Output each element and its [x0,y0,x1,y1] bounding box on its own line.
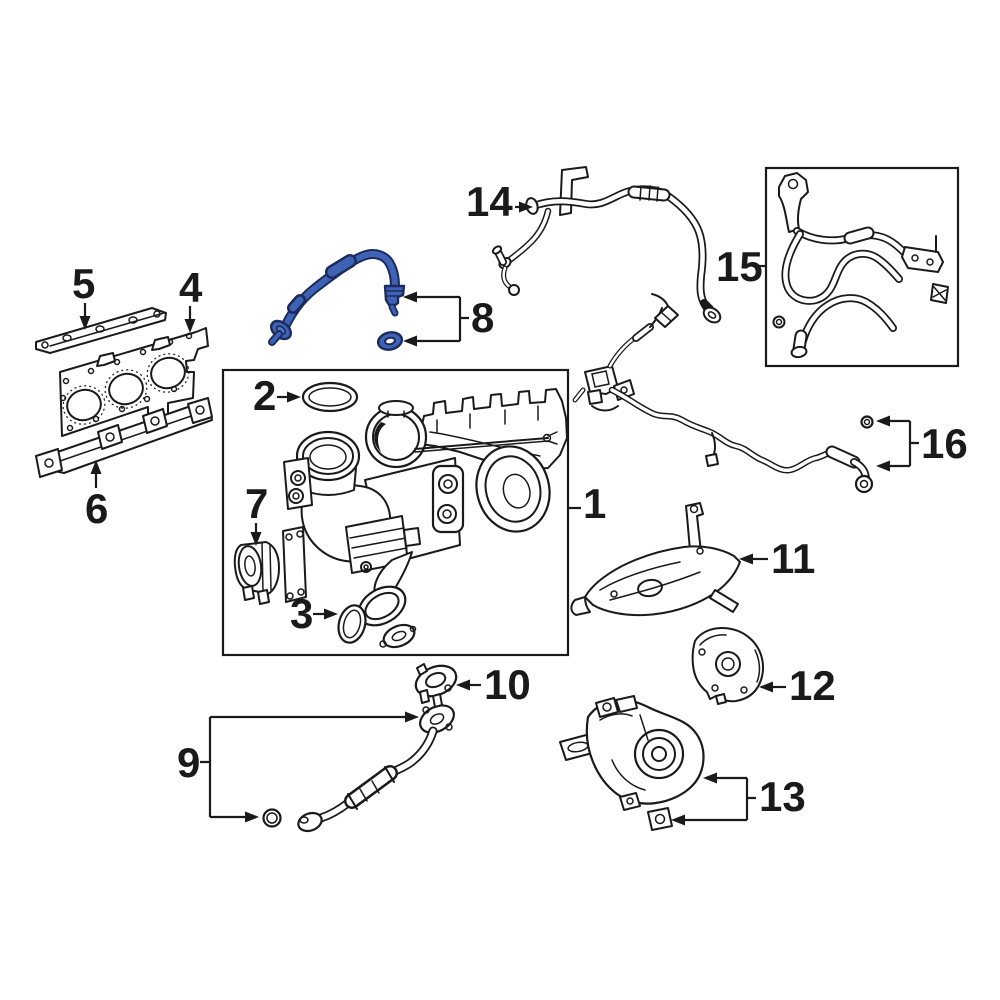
callout-16[interactable]: 16 [876,415,968,472]
callout-2[interactable]: 2 [253,372,301,419]
callout-2-label[interactable]: 2 [253,372,276,419]
part-16-seal-ring [860,415,874,429]
callout-4[interactable]: 4 [179,264,203,333]
part-13-nut [647,807,673,831]
callout-6-label[interactable]: 6 [85,485,108,532]
callout-15[interactable]: 15 [716,243,766,290]
part-2-oring[interactable] [301,381,359,413]
callout-9-label[interactable]: 9 [177,739,200,786]
part-10-gasket [414,663,458,708]
part-9-oil-return-tube [262,704,455,833]
callout-8[interactable]: 8 [403,291,494,347]
part-4-manifold-gasket [59,327,209,437]
callout-4-label[interactable]: 4 [179,264,203,311]
callout-10[interactable]: 10 [456,661,531,708]
part-14-coolant-tube [491,166,722,324]
callout-3[interactable]: 3 [290,590,338,637]
callout-1-label[interactable]: 1 [583,480,606,527]
callout-11-label[interactable]: 11 [771,535,815,582]
part-6-lower-rail [35,397,213,478]
callout-15-label[interactable]: 15 [716,243,763,290]
part-13-support-bracket [559,695,705,831]
callout-12[interactable]: 12 [759,662,836,709]
callout-7-label[interactable]: 7 [245,480,268,527]
part-15-hose-assembly-box [764,166,960,368]
part-16-oil-line-harness [572,293,874,494]
part-1-turbocharger-box [221,368,570,657]
part-12-bracket [691,627,765,705]
part-5-upper-rail [35,307,167,354]
callout-7[interactable]: 7 [245,480,268,546]
part-3-oring[interactable] [335,602,370,645]
part-7-actuator [233,526,307,605]
callout-9[interactable]: 9 [177,711,419,823]
callout-3-label[interactable]: 3 [290,590,313,637]
callout-13[interactable]: 13 [671,772,806,826]
part-16-banjo-fitting [854,474,874,494]
part-9-oring [262,808,282,828]
callout-11[interactable]: 11 [739,535,815,582]
callout-5-label[interactable]: 5 [72,260,95,307]
callout-8-label[interactable]: 8 [471,294,494,341]
callouts: 1 2 3 4 5 6 7 8 [72,178,968,826]
part-8-end-fitting [383,284,406,317]
callout-14-label[interactable]: 14 [466,178,513,225]
callout-6[interactable]: 6 [85,460,108,532]
callout-1[interactable]: 1 [568,480,606,527]
part-15-oring [772,315,786,329]
callout-14[interactable]: 14 [466,178,533,225]
part-11-heat-shield [570,502,741,617]
turbocharger-artwork [283,388,568,649]
callout-13-label[interactable]: 13 [759,773,806,820]
callout-16-label[interactable]: 16 [921,420,968,467]
callout-10-label[interactable]: 10 [484,661,531,708]
part-8-seal-grommet [376,331,404,351]
callout-12-label[interactable]: 12 [789,662,836,709]
part-8-oil-feed-line[interactable] [268,249,406,352]
callout-5[interactable]: 5 [72,260,95,330]
